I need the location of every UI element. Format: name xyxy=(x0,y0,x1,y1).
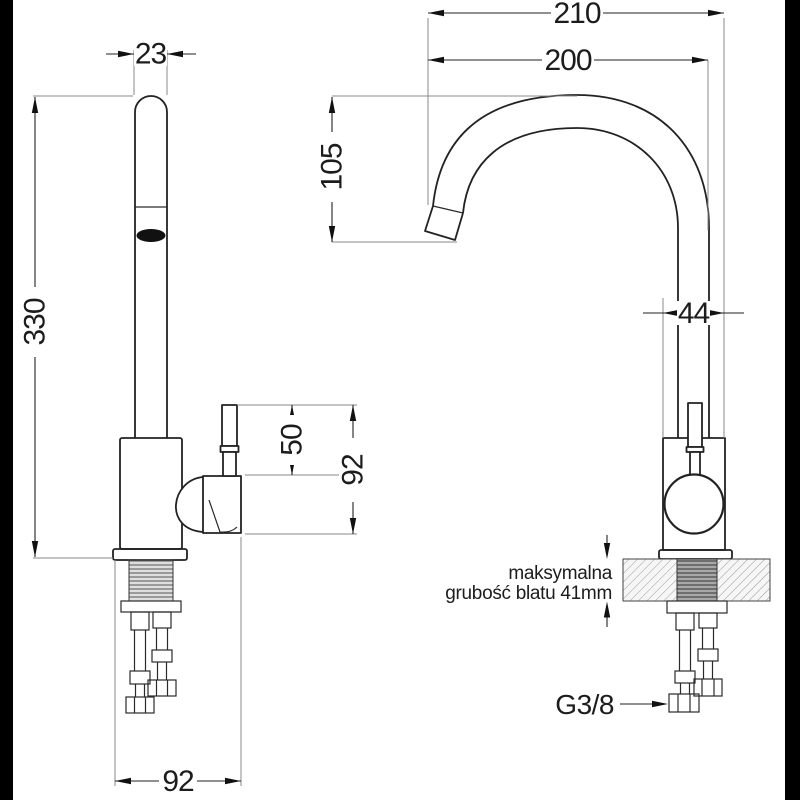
arrowhead xyxy=(31,541,39,557)
front-handle-neck xyxy=(689,451,701,476)
nozzle-collar-line xyxy=(432,205,464,214)
arrowhead xyxy=(692,56,708,64)
dim-92h-label: 92 xyxy=(162,765,194,798)
front-joint-circle xyxy=(663,473,725,535)
front-locknut xyxy=(666,600,728,614)
left-frame-bar xyxy=(0,0,13,800)
counter-note-line1: maksymalna xyxy=(508,563,612,584)
dim-105-label: 105 xyxy=(316,143,349,190)
side-threaded-shank xyxy=(128,559,174,602)
side-handle-neck xyxy=(222,451,237,477)
arrowhead xyxy=(663,309,679,317)
countertop-left xyxy=(622,558,678,602)
front-hose-left xyxy=(668,612,700,713)
dim-spout-drop: 105 xyxy=(316,95,577,243)
right-frame-bar xyxy=(785,0,800,800)
thread-size-label: G3/8 xyxy=(555,689,614,720)
front-threaded-shank xyxy=(676,558,718,602)
arrowhead xyxy=(428,9,444,17)
front-hose-right-nut xyxy=(693,678,723,697)
arrowhead xyxy=(349,518,357,534)
side-joint-dome xyxy=(175,476,204,533)
side-hose-left xyxy=(125,611,155,714)
side-handle-lever xyxy=(221,404,238,447)
dim-total-height: 330 xyxy=(19,95,133,559)
countertop-right xyxy=(716,558,771,602)
counter-note-line2: grubość blatu 41mm xyxy=(445,583,612,604)
arrowhead xyxy=(225,777,241,785)
arrowhead xyxy=(31,97,39,113)
side-hose-right-nut xyxy=(147,679,177,697)
front-view xyxy=(424,94,771,713)
dim-spout-reach: 200 xyxy=(428,44,709,230)
side-hose-left-nut xyxy=(125,696,155,714)
dim-210-label: 210 xyxy=(553,0,600,30)
front-handle-lever xyxy=(687,402,703,448)
side-spout-tube xyxy=(134,95,168,438)
dim-23-label: 23 xyxy=(135,38,167,71)
side-body xyxy=(119,437,183,550)
dim-handle-length: 50 xyxy=(237,404,357,476)
arrowhead xyxy=(428,56,444,64)
arrowhead xyxy=(328,226,336,242)
arrowhead xyxy=(115,777,131,785)
dim-overall-width: 210 xyxy=(427,0,725,438)
side-lever-edge-line xyxy=(208,499,221,533)
side-aerator-outlet xyxy=(136,229,166,242)
dim-body-width: 44 xyxy=(643,297,744,438)
spout-nozzle xyxy=(424,205,464,241)
side-lever-curve-line xyxy=(219,526,238,533)
side-view xyxy=(112,95,242,714)
thread-size-callout: G3/8 xyxy=(555,689,668,720)
arrowhead xyxy=(708,9,724,17)
arrowhead xyxy=(349,405,357,421)
side-hose-right xyxy=(147,611,177,697)
arrowhead xyxy=(328,97,336,113)
arrowhead xyxy=(708,309,724,317)
front-base-plate xyxy=(658,549,733,560)
arrowhead-up xyxy=(603,601,611,618)
spout-inner-curve xyxy=(462,127,679,438)
dim-spout-diameter: 23 xyxy=(106,38,196,95)
dim-200-label: 200 xyxy=(544,44,591,77)
arrowhead-right xyxy=(652,700,668,708)
countertop-thickness-callout: maksymalna grubość blatu 41mm xyxy=(445,535,613,627)
dim-body-height: 92 xyxy=(245,405,370,535)
dim-50-label: 50 xyxy=(276,424,309,456)
dim-330-label: 330 xyxy=(19,298,52,345)
front-hose-left-nut xyxy=(668,693,700,713)
dim-44-label: 44 xyxy=(678,297,710,330)
arrowhead-down xyxy=(603,543,611,559)
dim-base-depth: 92 xyxy=(114,537,242,798)
dim-92v-label: 92 xyxy=(337,454,370,486)
side-handle-mount xyxy=(202,475,242,534)
arrowhead xyxy=(118,50,134,58)
front-hose-right xyxy=(693,612,723,697)
arrowhead xyxy=(167,50,183,58)
spout-outer-curve xyxy=(432,94,710,438)
side-lower-flange xyxy=(120,600,182,613)
side-base-plate xyxy=(112,548,188,561)
